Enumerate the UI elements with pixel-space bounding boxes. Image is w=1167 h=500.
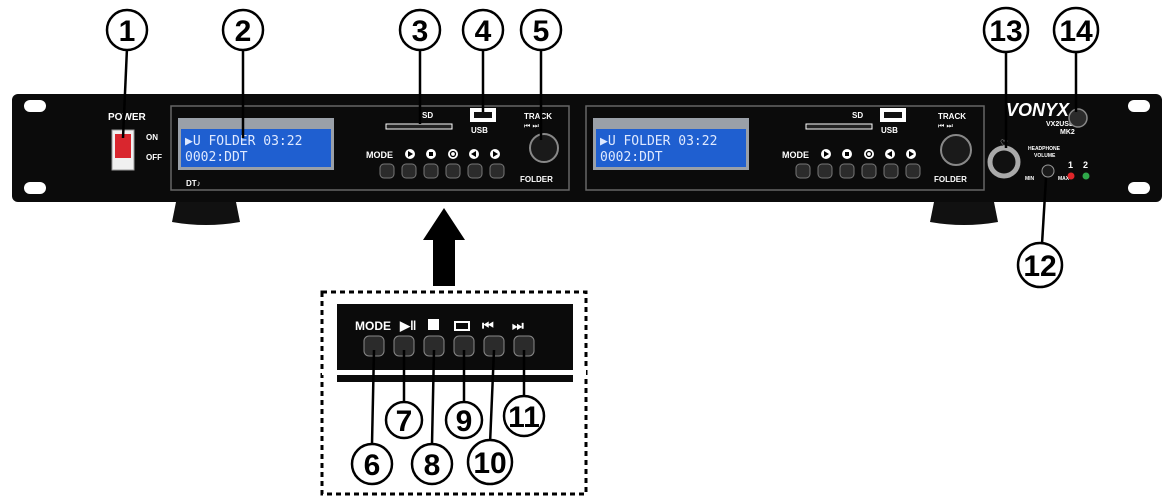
- led-2-indicator: [1082, 172, 1090, 180]
- sd-slot[interactable]: [805, 123, 873, 130]
- play-pause-button[interactable]: [817, 163, 833, 179]
- rack-hole: [24, 182, 46, 194]
- callout-7: 7: [396, 405, 413, 438]
- headphone-volume-label-1: HEADPHONE: [1028, 146, 1061, 152]
- callout-labels-top: 1 2 3 4 5 13 14 12: [119, 15, 1093, 283]
- callout-5: 5: [533, 15, 550, 48]
- model-line-1: VX2USB: [1046, 121, 1074, 128]
- callout-circle: [398, 8, 442, 52]
- prev-button[interactable]: [883, 163, 899, 179]
- rack-hole: [1128, 100, 1150, 112]
- mode-label: MODE: [366, 150, 393, 160]
- stop-button[interactable]: [839, 163, 855, 179]
- sd-slot[interactable]: [385, 123, 453, 130]
- headphone-volume-label-2: VOLUME: [1034, 153, 1056, 159]
- power-section: POWER ON OFF: [108, 112, 162, 171]
- play-pause-button[interactable]: [401, 163, 417, 179]
- zoom-mode-label: MODE: [355, 319, 391, 333]
- repeat-button[interactable]: [861, 163, 877, 179]
- track-prev-next-icons: ⏮ ⏭: [938, 122, 954, 130]
- power-label: POWER: [108, 112, 147, 123]
- zoom-detail: MODE ▶‖ ⏮ ⏭ 6 7 8 9: [320, 290, 588, 496]
- lcd-line-2: 0002:DDT: [185, 150, 248, 165]
- usb-label: USB: [881, 126, 898, 135]
- sd-label: SD: [852, 111, 863, 120]
- button-glyph-row: [821, 149, 916, 159]
- lcd-display: [596, 129, 746, 167]
- headphone-volume-knob[interactable]: [1041, 164, 1055, 178]
- track-prev-next-icons: ⏮ ⏭: [524, 122, 540, 130]
- led-1-indicator: [1067, 172, 1075, 180]
- model-line-2: MK2: [1060, 129, 1075, 136]
- callout-circle: [461, 8, 505, 52]
- power-switch-rocker: [115, 134, 131, 158]
- foot-left: [172, 202, 240, 225]
- small-logo: DT♪: [186, 179, 201, 188]
- folder-label: FOLDER: [934, 175, 967, 184]
- power-on-label: ON: [146, 133, 158, 142]
- lcd-display: [181, 129, 331, 167]
- power-off-label: OFF: [146, 153, 162, 162]
- next-button[interactable]: [489, 163, 505, 179]
- zoom-next-icon: ⏭: [512, 318, 524, 333]
- folder-label: FOLDER: [520, 175, 553, 184]
- prev-button[interactable]: [467, 163, 483, 179]
- callout-8: 8: [424, 449, 441, 482]
- arrow-up-icon: [423, 208, 465, 286]
- player-1: ▶U FOLDER 03:22 0002:DDT DT♪ SD USB TRAC…: [170, 105, 570, 191]
- callout-3: 3: [412, 15, 429, 48]
- lcd-line-1: ▶U FOLDER 03:22: [600, 134, 717, 149]
- lcd-line-1: ▶U FOLDER 03:22: [185, 134, 302, 149]
- brand-logo: VONYX: [1006, 100, 1070, 120]
- callout-4: 4: [475, 15, 492, 48]
- track-folder-knob[interactable]: [529, 133, 559, 163]
- callout-circle: [1016, 241, 1064, 289]
- mode-button[interactable]: [379, 163, 395, 179]
- callout-circle: [519, 8, 563, 52]
- usb-label: USB: [471, 126, 488, 135]
- zoom-stop-icon: [428, 319, 439, 330]
- player-2: ▶U FOLDER 03:22 0002:DDT SD USB TRACK ⏮ …: [585, 105, 985, 191]
- track-label: TRACK: [524, 112, 552, 121]
- callout-circle: [982, 6, 1030, 54]
- stop-button[interactable]: [423, 163, 439, 179]
- callout-circle: [1052, 6, 1100, 54]
- next-button[interactable]: [905, 163, 921, 179]
- headphone-icon: ♡: [1000, 139, 1008, 149]
- rack-hole: [1128, 182, 1150, 194]
- headphone-jack[interactable]: [987, 145, 1021, 179]
- callout-13: 13: [989, 15, 1022, 48]
- callout-circle: [221, 8, 265, 52]
- zoom-play-pause-icon: ▶‖: [399, 318, 416, 333]
- zoom-prev-icon: ⏮: [482, 318, 494, 333]
- callout-14: 14: [1059, 15, 1093, 48]
- right-section: VONYX VX2USB MK2 ♡ HEADPHONE VOLUME MIN …: [987, 100, 1090, 182]
- callout-10: 10: [473, 447, 506, 480]
- track-folder-knob[interactable]: [940, 134, 972, 166]
- mode-label: MODE: [782, 150, 809, 160]
- callout-11: 11: [508, 401, 540, 434]
- callout-6: 6: [364, 449, 381, 482]
- zoom-repeat-icon: [454, 321, 470, 331]
- track-label: TRACK: [938, 112, 966, 121]
- led-1-label: 1: [1068, 160, 1073, 170]
- lcd-line-2: 0002:DDT: [600, 150, 663, 165]
- volume-min-label: MIN: [1025, 176, 1035, 182]
- repeat-button[interactable]: [445, 163, 461, 179]
- led-2-label: 2: [1083, 160, 1088, 170]
- button-glyph-row: [405, 149, 500, 159]
- foot-right: [930, 202, 998, 225]
- volume-max-label: MAX: [1058, 176, 1070, 182]
- callout-2: 2: [235, 15, 252, 48]
- callout-9: 9: [456, 405, 473, 438]
- mode-button[interactable]: [795, 163, 811, 179]
- callouts-top: [105, 6, 1100, 289]
- sd-label: SD: [422, 111, 433, 120]
- callout-12: 12: [1023, 250, 1056, 283]
- callout-circle: [105, 8, 149, 52]
- link-button[interactable]: [1068, 108, 1088, 128]
- callout-1: 1: [119, 15, 136, 48]
- rack-hole: [24, 100, 46, 112]
